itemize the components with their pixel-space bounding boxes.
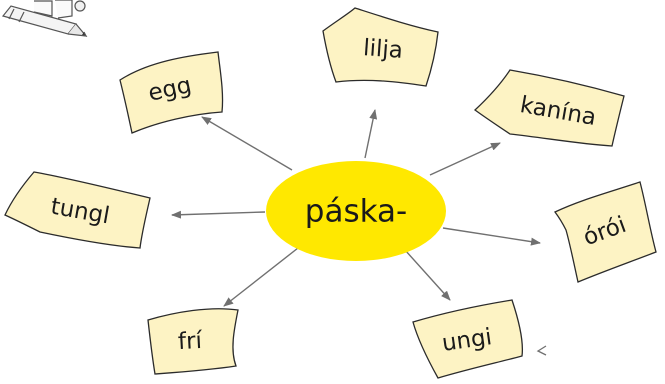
- arrows: [171, 109, 541, 307]
- card-tungl: tungl: [4, 171, 151, 249]
- card-kanina: kanína: [473, 69, 625, 147]
- card-fri-label: frí: [177, 328, 203, 355]
- card-ungi-shape: [412, 299, 524, 379]
- card-lilja-shape: [322, 7, 439, 87]
- card-fri: frí: [147, 308, 239, 375]
- arrow-to-kanina: [429, 142, 501, 176]
- card-oroi: órói: [554, 181, 657, 283]
- arrow-to-fri: [223, 247, 299, 307]
- arrow-to-ungi: [404, 249, 451, 301]
- arrow-to-tungl: [171, 210, 266, 219]
- card-lilja-label: lilja: [362, 35, 403, 64]
- card-egg: egg: [119, 51, 224, 134]
- hub: páska-: [266, 161, 446, 261]
- arrow-to-oroi: [442, 227, 541, 246]
- small-arrow-mark: [536, 345, 547, 356]
- card-oroi-shape: [554, 181, 657, 283]
- card-kanina-shape: [473, 69, 625, 147]
- card-fri-shape: [147, 308, 239, 375]
- card-lilja: lilja: [322, 7, 439, 87]
- hub-label: páska-: [305, 194, 407, 230]
- arrow-to-egg: [201, 116, 293, 171]
- arrow-to-lilja: [364, 109, 378, 159]
- card-ungi: ungi: [412, 299, 524, 379]
- card-egg-shape: [119, 51, 224, 134]
- hub-ellipse: [266, 161, 446, 261]
- card-tungl-shape: [4, 171, 151, 249]
- pencil-sketch-icon: [1, 0, 88, 37]
